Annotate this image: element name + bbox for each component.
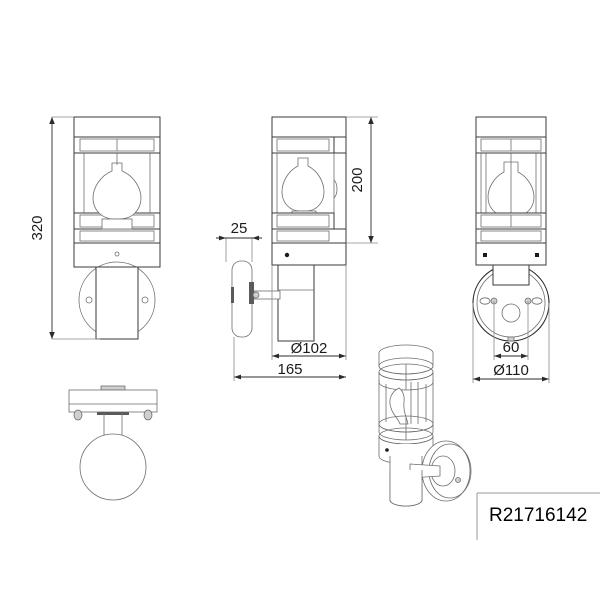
persp-housing-screw	[385, 448, 389, 452]
dim-25-label: 25	[231, 220, 248, 237]
dim-d110-arrow-left	[473, 376, 480, 382]
dim-60-label: 60	[503, 339, 520, 356]
side-arm	[277, 264, 315, 342]
dim-320-label: 320	[29, 215, 46, 240]
side-housing-screw	[284, 252, 290, 258]
dim-25-arrow-right	[252, 235, 259, 241]
persp-arm-tube-front	[389, 470, 423, 507]
dim-60-arrow-right	[521, 353, 528, 359]
rear-elevation-view: 60 Ø110	[472, 116, 550, 383]
front-lower-band2-inner	[79, 230, 155, 242]
dim-320-arrow-bottom	[49, 332, 55, 339]
product-code-box: R21716142	[476, 492, 600, 540]
rear-lower-band2-inner	[480, 230, 542, 242]
dim-200-arrow-top	[368, 117, 374, 124]
dim-d102-label: Ø102	[291, 340, 328, 357]
plan-screw-left	[73, 409, 83, 421]
rear-slot-right	[531, 297, 543, 305]
plan-top-tab	[100, 385, 126, 391]
side-plate-edge-dark2	[231, 287, 234, 303]
dim-200-label: 200	[349, 167, 366, 192]
dim-d102-arrow-left	[272, 353, 279, 359]
persp-bulb	[389, 387, 409, 425]
dim-25-arrow-left	[219, 235, 226, 241]
front-elevation-view: 320	[29, 116, 161, 340]
rear-slot-left	[479, 297, 491, 305]
rear-top-cap	[475, 116, 547, 138]
side-connector-screw	[252, 291, 260, 299]
front-bulb-base	[101, 218, 133, 230]
front-plate-hole-left	[85, 296, 93, 304]
plan-housing-block	[68, 389, 158, 413]
dim-d102-arrow-right	[339, 353, 346, 359]
dim-d110-label: Ø110	[493, 362, 529, 379]
dim-165-label: 165	[277, 361, 302, 378]
side-glass-curve	[333, 179, 338, 199]
dim-165-arrow-left	[234, 374, 241, 380]
bottom-plan-view	[68, 385, 158, 501]
rear-screw-right	[535, 253, 539, 257]
plan-globe	[79, 433, 147, 501]
rear-arm-stub-overlay	[492, 264, 530, 286]
side-plate-edge-dark	[249, 282, 254, 304]
front-wall-arm-overlay	[95, 266, 139, 340]
side-lower-band2-inner	[276, 230, 330, 242]
front-top-cap	[73, 116, 161, 138]
rear-bottom-tab	[507, 336, 515, 342]
side-upper-slat-inner	[276, 138, 330, 152]
plan-screw-right	[143, 409, 153, 421]
dim-d110-arrow-right	[542, 376, 549, 382]
front-plate-hole-right	[141, 296, 149, 304]
side-elevation-view: 25 200 Ø102 165	[216, 116, 378, 381]
dim-320-arrow-top	[49, 117, 55, 124]
perspective-3d-view	[378, 344, 472, 507]
dim-200-arrow-bottom	[368, 236, 374, 243]
side-bottom-housing	[271, 242, 347, 266]
dim-165-arrow-right	[339, 374, 346, 380]
persp-plate-screw	[455, 477, 461, 483]
rear-screw-left	[483, 253, 487, 257]
dim-60-arrow-left	[494, 353, 501, 359]
front-housing-screw	[114, 251, 120, 257]
side-top-cap	[271, 116, 347, 138]
plan-bottom-strip	[97, 412, 129, 415]
side-lower-slat-inner	[276, 214, 330, 228]
product-code-label: R21716142	[489, 505, 587, 526]
rear-cable-hole	[501, 303, 521, 323]
